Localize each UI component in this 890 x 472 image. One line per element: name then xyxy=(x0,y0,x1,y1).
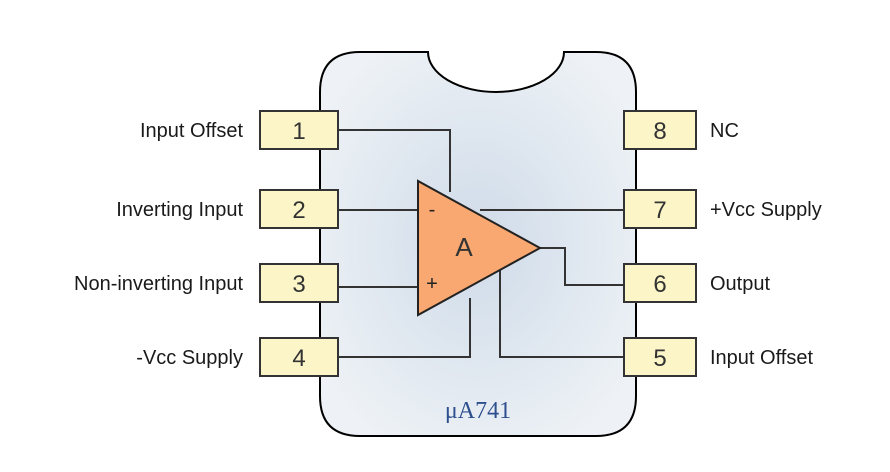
op-amp-triangle xyxy=(417,179,543,317)
pin-5-number: 5 xyxy=(653,345,666,372)
pin-6-number: 6 xyxy=(653,271,666,298)
pin-8-number: 8 xyxy=(653,118,666,145)
wire-pin5 xyxy=(499,268,624,358)
pin-1-label: Input Offset xyxy=(140,120,243,142)
pin-1-box xyxy=(259,110,339,150)
pin-2-label: Inverting Input xyxy=(116,199,243,221)
wire-pin1 xyxy=(338,129,451,192)
amp-letter: A xyxy=(455,232,473,262)
pin-4: 4 -Vcc Supply xyxy=(136,337,339,377)
pin-2-number: 2 xyxy=(292,197,305,224)
pin-8-label: NC xyxy=(710,120,739,142)
pin-2: 2 Inverting Input xyxy=(116,189,339,229)
pin-3: 3 Non-inverting Input xyxy=(74,263,339,303)
pin-7-label: +Vcc Supply xyxy=(710,199,822,221)
pin-7: 7 +Vcc Supply xyxy=(623,189,822,229)
wire-pin4 xyxy=(338,298,471,358)
wire-pin6 xyxy=(540,247,624,286)
pin-4-number: 4 xyxy=(292,345,305,372)
pin-2-box xyxy=(259,189,339,229)
inverting-sign: - xyxy=(429,199,436,221)
pin-3-number: 3 xyxy=(292,271,305,298)
pin-5: 5 Input Offset xyxy=(623,337,813,377)
pin-6: 6 Output xyxy=(623,263,770,303)
chip-name: μA741 xyxy=(445,398,511,424)
pin-7-box xyxy=(623,189,697,229)
pin-8-box xyxy=(623,110,697,150)
pin-4-label: -Vcc Supply xyxy=(136,347,243,369)
pin-3-label: Non-inverting Input xyxy=(74,273,243,295)
pin-6-label: Output xyxy=(710,273,770,295)
internal-wires xyxy=(338,129,624,358)
noninverting-sign: + xyxy=(426,273,438,295)
pin-3-box xyxy=(259,263,339,303)
pin-4-box xyxy=(259,337,339,377)
pin-8: 8 NC xyxy=(623,110,739,150)
pin-1-number: 1 xyxy=(292,118,305,145)
pin-7-number: 7 xyxy=(653,197,666,224)
pin-5-box xyxy=(623,337,697,377)
pin-5-label: Input Offset xyxy=(710,347,813,369)
pin-1: 1 Input Offset xyxy=(140,110,339,150)
pin-6-box xyxy=(623,263,697,303)
